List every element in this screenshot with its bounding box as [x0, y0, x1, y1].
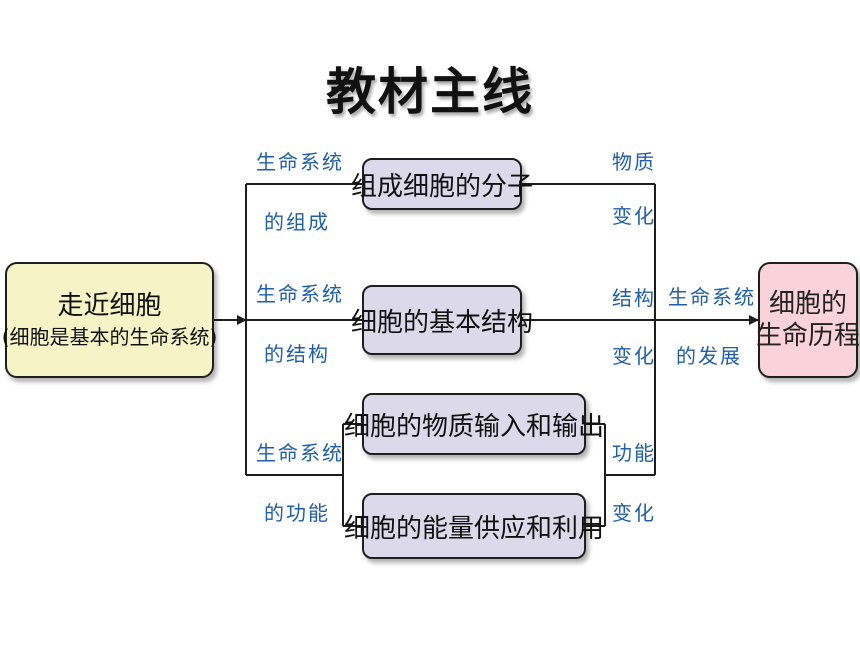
label-development-line1: 生命系统: [668, 285, 756, 309]
label-development-line2: 的发展: [676, 344, 742, 368]
label-material-change-line1: 物质: [612, 150, 656, 174]
label-function-change-line2: 变化: [612, 501, 656, 525]
label-structure-line1: 生命系统: [256, 282, 344, 306]
energy-box: 细胞的能量供应和利用: [344, 493, 604, 559]
life-course-line1: 细胞的: [768, 288, 847, 319]
label-function-change-line1: 功能: [612, 441, 656, 465]
transport-box: 细胞的物质输入和输出: [344, 393, 604, 455]
basic-structure-box: 细胞的基本结构: [351, 285, 533, 355]
label-material-change-line2: 变化: [612, 204, 656, 228]
label-function-line2: 的功能: [264, 501, 330, 525]
life-course-line2: 生命历程: [756, 321, 860, 351]
label-function-line1: 生命系统: [256, 441, 344, 465]
intro-cell-title: 走近细胞: [57, 291, 162, 322]
intro-cell-subtitle: (细胞是基本的生命系统): [1, 324, 218, 349]
page-title: 教材主线: [326, 63, 534, 121]
intro-cell-box: 走近细胞 (细胞是基本的生命系统): [2, 262, 217, 378]
molecules-box: 组成细胞的分子: [351, 158, 533, 210]
label-composition-line1: 生命系统: [256, 150, 344, 174]
label-structure-line2: 的结构: [264, 342, 330, 366]
label-composition-line2: 的组成: [264, 210, 330, 234]
life-course-box: 细胞的 生命历程: [756, 262, 860, 378]
label-structure-change-line2: 变化: [612, 344, 656, 368]
label-structure-change-line1: 结构: [612, 286, 656, 310]
